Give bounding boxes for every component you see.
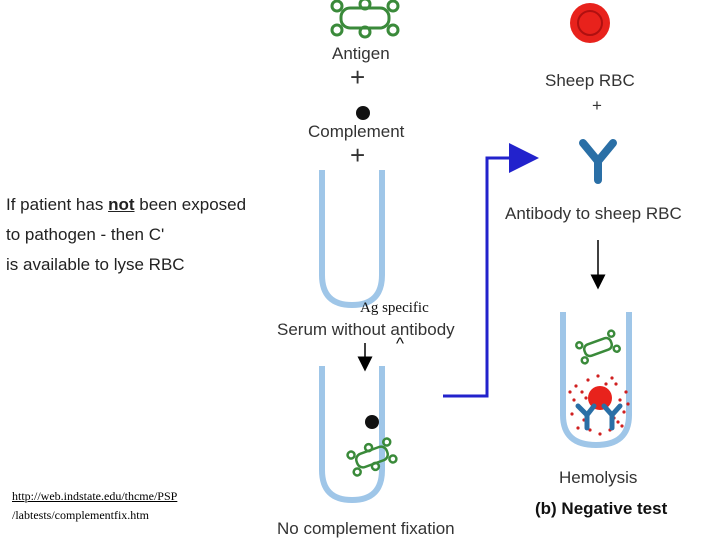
antigen-icon-right-tube bbox=[575, 329, 621, 365]
note-line-2: to pathogen - then C' bbox=[6, 225, 165, 244]
sheep-rbc-label: Sheep RBC bbox=[545, 71, 635, 90]
ag-specific-label: Ag specific bbox=[360, 300, 429, 316]
tube-bottom-left bbox=[319, 366, 385, 504]
plus-sign-1: + bbox=[350, 62, 366, 92]
antigen-icon-top bbox=[330, 0, 400, 39]
note-emphasis: not bbox=[108, 195, 135, 214]
caret-marker: ^ bbox=[396, 334, 404, 353]
note-line-1: If patient has not been exposed bbox=[6, 195, 247, 214]
source-link-continuation: /labtests/complementfix.htm bbox=[12, 508, 149, 522]
complement-dot bbox=[356, 106, 370, 120]
explanation-note: If patient has not been exposed to patho… bbox=[6, 190, 246, 280]
antibody-icon bbox=[579, 139, 617, 184]
note-line-3: is available to lyse RBC bbox=[6, 255, 185, 274]
complement-dot-in-tube bbox=[365, 415, 379, 429]
antigen-label: Antigen bbox=[332, 44, 390, 63]
antigen-icon-in-tube bbox=[346, 437, 398, 477]
antibody-icon-in-tube-right bbox=[601, 403, 623, 431]
source-citation: http://web.indstate.edu/thcme/PSP /labte… bbox=[12, 487, 177, 525]
serum-without-antibody-label: Serum without antibody bbox=[277, 320, 455, 339]
antibody-to-sheep-rbc-label: Antibody to sheep RBC bbox=[505, 204, 682, 223]
sheep-rbc-icon bbox=[570, 3, 610, 43]
complement-label: Complement bbox=[308, 122, 405, 141]
sheep-plus-sign: + bbox=[592, 96, 602, 115]
tube-top-left bbox=[319, 170, 385, 309]
connector-arrow bbox=[443, 143, 539, 398]
source-link[interactable]: http://web.indstate.edu/thcme/PSP bbox=[12, 489, 178, 503]
no-complement-fixation-label: No complement fixation bbox=[277, 519, 455, 538]
tube-right bbox=[560, 312, 632, 449]
plus-sign-2: + bbox=[350, 140, 366, 170]
antibody-icon-in-tube-left bbox=[575, 403, 597, 431]
hemolysis-label: Hemolysis bbox=[559, 468, 638, 487]
negative-test-title: (b) Negative test bbox=[535, 499, 668, 518]
lysed-rbc-icon bbox=[568, 374, 630, 436]
